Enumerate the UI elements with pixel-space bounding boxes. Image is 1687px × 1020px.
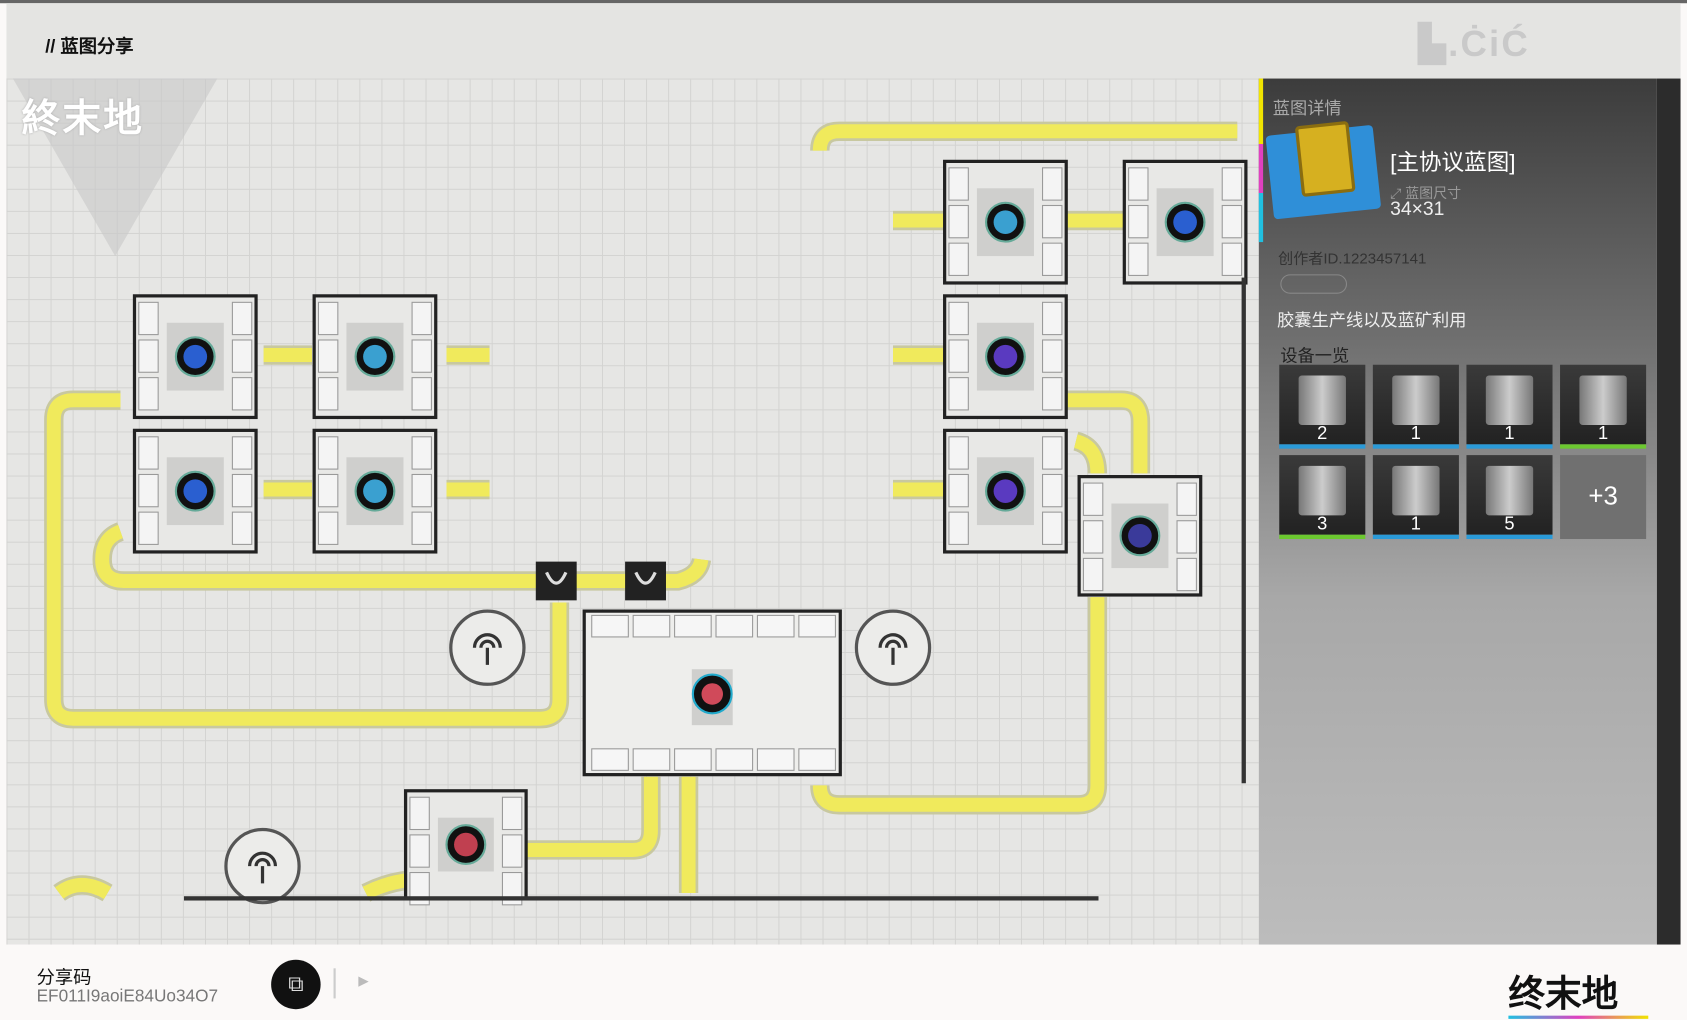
logo-triangle [12,78,218,257]
conveyor-belt [54,877,112,900]
antenna-icon [472,633,502,665]
conveyor-belt [46,393,567,726]
brand-color-bar [1508,1015,1649,1019]
machine[interactable] [1077,475,1203,597]
machine[interactable] [312,294,438,420]
equipment-item[interactable]: 1 [1560,364,1647,449]
brand-mark: ▙.ĊiĆ [1417,23,1530,65]
equipment-image [1485,465,1534,516]
equipment-image [1298,375,1346,425]
equipment-heading: 设备一览 [1280,347,1350,366]
copy-button[interactable]: ⧉ [271,959,321,1010]
belt-splitter[interactable] [535,561,577,601]
blueprint-canvas[interactable]: 終末地 [6,78,1259,945]
conveyor-belt [812,124,1238,152]
equipment-count: 1 [1410,513,1421,534]
share-code-value: EF011I9aoiE84Uo34O7 [36,987,219,1006]
blueprint-size: 34×31 [1390,197,1445,220]
conveyor-belt-edge [527,776,661,860]
top-border [0,0,1687,4]
blueprint-size-label: ⤢ 蓝图尺寸 [1390,185,1462,202]
equipment-count: 5 [1504,513,1515,534]
antenna-icon [247,851,278,884]
blueprint-name: [主协议蓝图] [1390,150,1516,176]
divider [333,968,336,999]
equipment-grid: 2 1 1 1 3 1 5 +3 [1279,364,1647,540]
relay-tower[interactable] [449,609,526,686]
accent-stripe [1258,78,1264,243]
antenna-icon [878,633,908,665]
equipment-count: 2 [1317,422,1328,444]
equipment-item[interactable]: 5 [1466,455,1553,540]
creator-id: 创作者ID.1223457141 [1278,249,1427,267]
header: // 蓝图分享 ▙.ĊiĆ [6,3,1681,79]
equipment-item[interactable]: 2 [1279,364,1366,449]
more-equipment-button[interactable]: +3 [1560,455,1647,540]
equipment-item[interactable]: 1 [1372,455,1459,540]
machine[interactable] [943,294,1068,420]
machine[interactable] [404,789,528,906]
horizontal-scrollbar[interactable] [183,896,1099,901]
equipment-item[interactable]: 3 [1279,455,1366,540]
machine[interactable] [1122,159,1248,285]
machine[interactable] [132,428,258,554]
equipment-count: 1 [1410,422,1421,444]
copy-icon: ⧉ [288,972,304,996]
equipment-count: 3 [1317,513,1328,534]
equipment-image [1392,375,1440,425]
endfield-logo: 終末地 [21,95,145,140]
blueprint-description: 胶囊生产线以及蓝矿利用 [1277,312,1467,331]
equipment-image [1298,465,1346,516]
equipment-image [1392,465,1440,516]
machine[interactable] [943,159,1068,285]
conveyor-belt [1073,434,1105,474]
panel-edge [1656,78,1681,945]
bottom-bar: 分享码 EF011I9aoiE84Uo34O7 ⧉ ► 终末地 [0,944,1687,1020]
equipment-image [1579,375,1627,425]
equipment-item[interactable]: 1 [1372,364,1459,449]
belt-splitter[interactable] [625,561,666,601]
tag-pill [1280,274,1348,294]
equipment-count: 1 [1597,422,1609,444]
equipment-item[interactable]: 1 [1466,364,1553,449]
endfield-brand-logo: 终末地 [1508,973,1619,1015]
relay-tower[interactable] [224,827,301,905]
blueprint-details-panel: 蓝图详情 [主协议蓝图] ⤢ 蓝图尺寸 34×31 创作者ID.12234571… [1258,78,1657,945]
conveyor-belt [1065,393,1148,474]
factory-layout [44,121,1248,906]
machine[interactable] [132,294,258,420]
conveyor-belt [812,597,1105,812]
relay-tower[interactable] [854,609,932,686]
equipment-image [1485,375,1534,425]
vertical-scrollbar[interactable] [1241,277,1246,784]
size-label-text: 蓝图尺寸 [1405,185,1462,202]
machine[interactable] [312,428,438,554]
main-machine[interactable] [582,609,842,777]
conveyor-belt [95,524,709,588]
panel-heading: 蓝图详情 [1272,100,1342,119]
equipment-count: 1 [1504,422,1515,444]
send-icon[interactable]: ► [355,972,373,991]
blueprint-icon [1265,120,1382,220]
page-title: // 蓝图分享 [45,36,134,58]
share-code-label: 分享码 [36,967,92,988]
machine[interactable] [943,428,1068,554]
conveyor-belt [527,776,658,857]
